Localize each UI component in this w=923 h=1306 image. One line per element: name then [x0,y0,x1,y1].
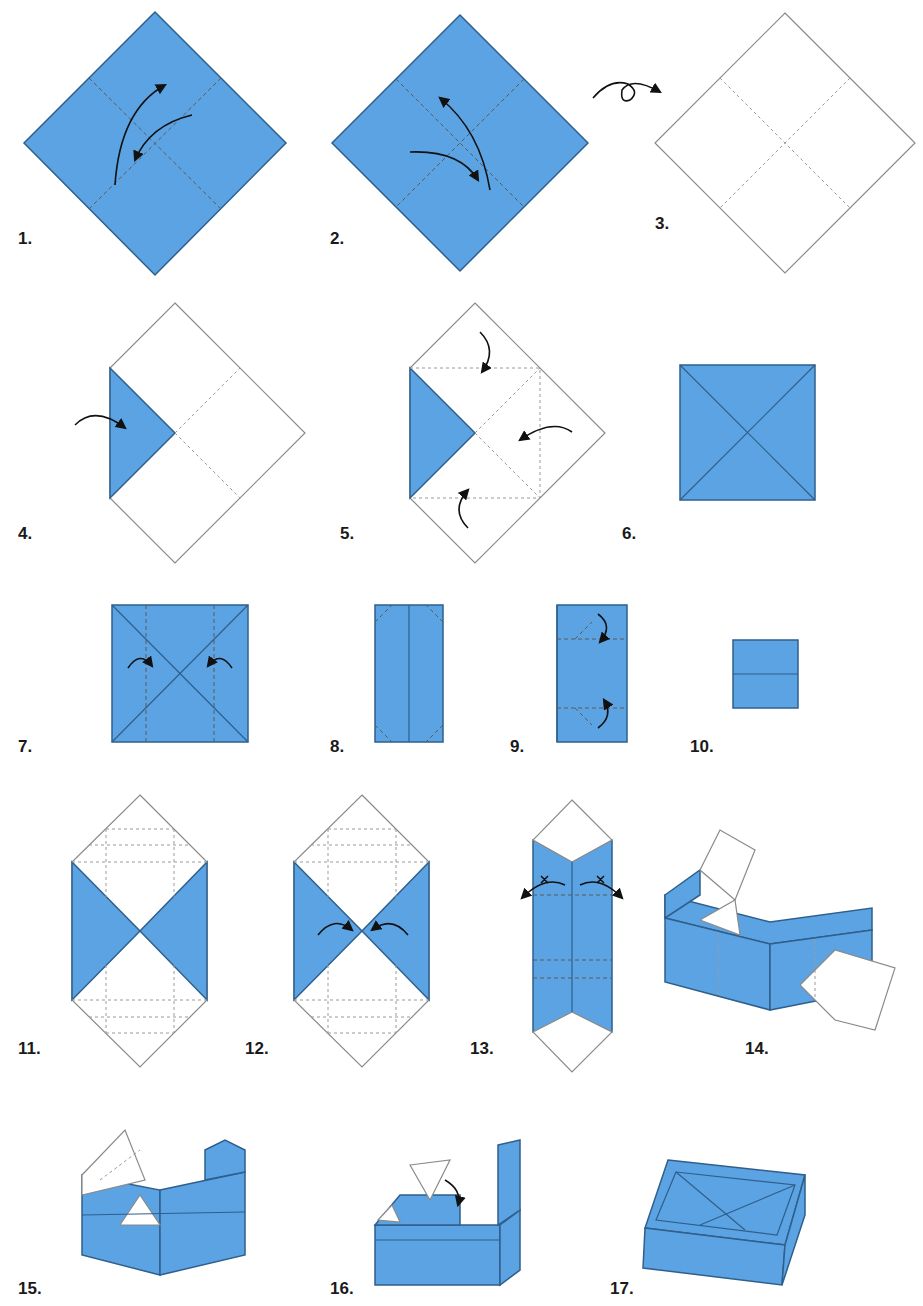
step-11-figure [72,795,207,1067]
step-10-figure [733,640,798,708]
step-number: 12. [245,1040,269,1057]
step-15-figure [82,1130,245,1275]
step-14-figure [665,830,895,1030]
step-number: 10. [690,738,714,755]
step-number: 16. [330,1280,354,1297]
step-number: 4. [18,525,32,542]
step-number: 5. [340,525,354,542]
step-number: 9. [510,738,524,755]
step-5-figure [410,303,605,563]
turn-over-arrow [593,83,660,101]
step-16-figure [375,1140,520,1285]
step-3-figure [655,13,915,273]
step-8-figure [375,605,443,742]
step-4-figure [75,303,305,563]
step-number: 2. [330,230,344,247]
step-13-figure [522,800,622,1072]
step-number: 14. [745,1040,769,1057]
step-9-figure [557,605,627,742]
step-number: 17. [610,1280,634,1297]
step-2-figure [332,15,588,271]
step-12-figure [294,795,429,1067]
step-number: 15. [18,1280,42,1297]
step-17-figure [643,1160,805,1285]
step-6-figure [680,365,815,500]
step-1-figure [24,12,286,275]
step-number: 11. [18,1040,41,1057]
step-number: 3. [655,215,669,232]
step-number: 1. [18,230,32,247]
step-7-figure [112,605,248,742]
step-number: 13. [470,1040,494,1057]
step-number: 7. [18,738,32,755]
step-number: 6. [622,525,636,542]
step-number: 8. [330,738,344,755]
